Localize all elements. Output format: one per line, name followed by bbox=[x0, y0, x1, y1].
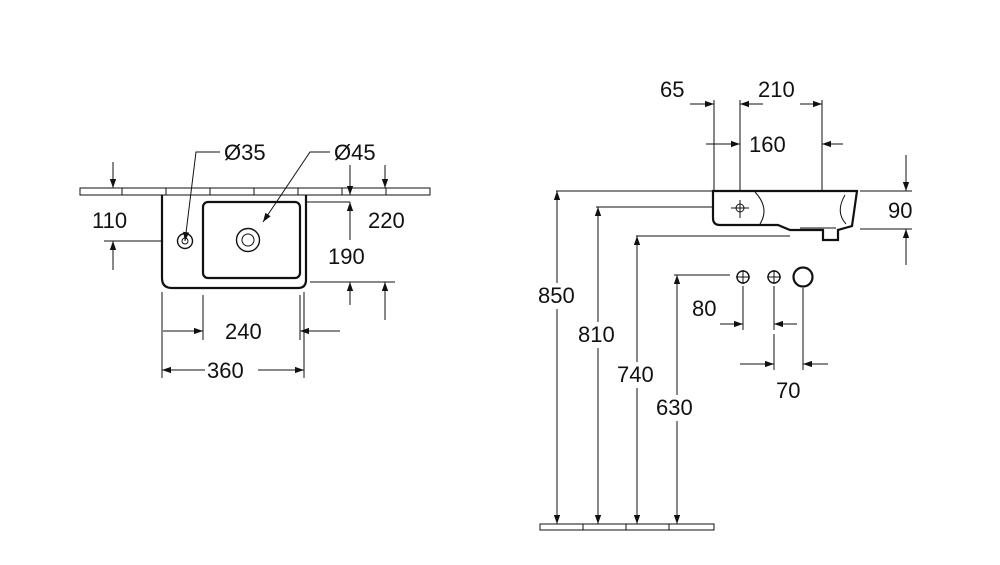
dim-110: 110 bbox=[92, 208, 127, 233]
dim-360: 360 bbox=[207, 358, 244, 383]
dim-210: 210 bbox=[758, 77, 795, 102]
dim-160: 160 bbox=[749, 132, 786, 157]
dim-diameter-45: Ø45 bbox=[334, 140, 376, 165]
dim-diameter-35: Ø35 bbox=[224, 140, 266, 165]
dim-630: 630 bbox=[656, 395, 693, 420]
side-view: 65 210 160 90 850 810 740 630 bbox=[538, 77, 912, 531]
top-view: Ø35 Ø45 110 220 190 240 360 bbox=[79, 140, 431, 383]
dim-810: 810 bbox=[578, 322, 615, 347]
basin-bowl bbox=[201, 200, 302, 280]
drain-hole bbox=[235, 227, 261, 253]
dim-220: 220 bbox=[368, 208, 405, 233]
dim-740: 740 bbox=[617, 362, 654, 387]
dim-80: 80 bbox=[692, 296, 716, 321]
dim-190: 190 bbox=[328, 244, 365, 269]
dim-240: 240 bbox=[225, 319, 262, 344]
floor-strip bbox=[539, 523, 715, 531]
dim-850: 850 bbox=[538, 283, 575, 308]
basin-outline bbox=[160, 195, 308, 290]
dim-70: 70 bbox=[776, 378, 800, 403]
dim-65: 65 bbox=[660, 77, 684, 102]
tap-holes-row bbox=[736, 266, 814, 288]
basin-side bbox=[711, 189, 859, 242]
wall-strip-top bbox=[79, 187, 431, 196]
dim-90: 90 bbox=[888, 198, 912, 223]
